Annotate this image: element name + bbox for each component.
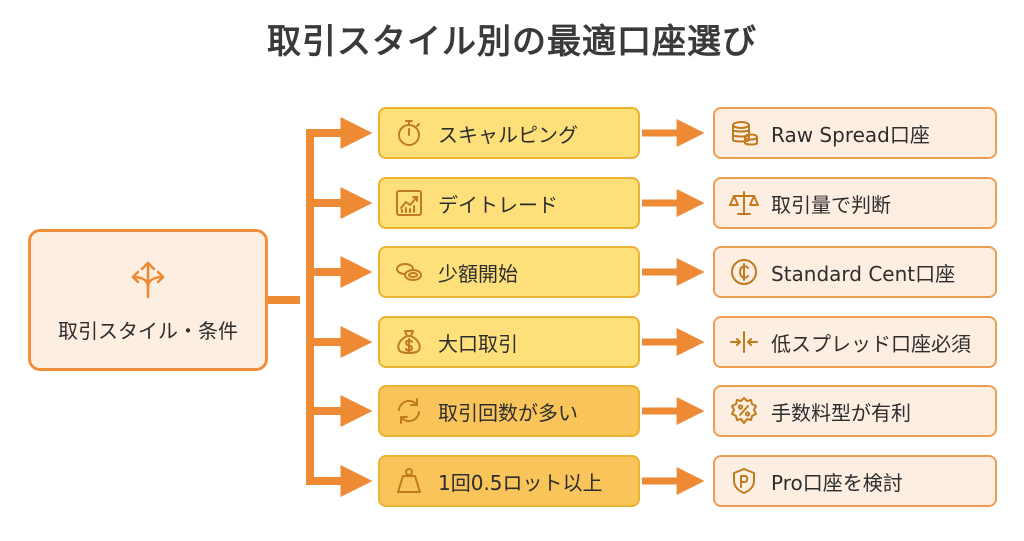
account-label: Raw Spread口座 (771, 122, 930, 147)
percent-badge-icon (731, 397, 757, 424)
split-arrows-icon (131, 261, 165, 298)
style-label: 少額開始 (438, 261, 518, 286)
style-node-scalping: スキャルピング (378, 107, 640, 159)
account-label: Standard Cent口座 (771, 261, 956, 286)
result-arrows (642, 119, 705, 495)
account-node-pro: Pro口座を検討 (713, 455, 997, 507)
style-node-half-lot: 1回0.5ロット以上 (378, 455, 640, 507)
trend-chart-icon (396, 190, 422, 216)
refresh-icon (398, 398, 420, 424)
style-label: 取引回数が多い (438, 400, 578, 425)
balance-scale-icon (729, 191, 759, 215)
weight-icon (397, 468, 421, 493)
coins-icon (396, 263, 422, 281)
branch-arrows (306, 117, 373, 497)
style-node-large-trade: 大口取引 (378, 316, 640, 368)
style-node-frequent-trades: 取引回数が多い (378, 385, 640, 437)
style-node-daytrade: デイトレード (378, 177, 640, 229)
account-node-raw-spread: Raw Spread口座 (713, 107, 997, 159)
pro-shield-icon (733, 468, 755, 494)
account-label: Pro口座を検討 (771, 470, 903, 495)
account-node-commission: 手数料型が有利 (713, 385, 997, 437)
style-label: 大口取引 (438, 331, 518, 356)
account-node-standard-cent: Standard Cent口座 (713, 246, 997, 298)
style-label: デイトレード (438, 192, 558, 217)
account-node-volume: 取引量で判断 (713, 177, 997, 229)
account-node-low-spread: 低スプレッド口座必須 (713, 316, 997, 368)
narrow-arrows-icon (730, 331, 758, 353)
root-node: 取引スタイル・条件 (28, 229, 268, 371)
coins-stack-icon (732, 121, 758, 146)
root-label: 取引スタイル・条件 (58, 318, 238, 343)
account-label: 取引量で判断 (771, 192, 891, 217)
style-label: 1回0.5ロット以上 (438, 470, 603, 495)
page-title: 取引スタイル別の最適口座選び (267, 22, 757, 62)
stopwatch-icon (398, 120, 420, 146)
money-bag-icon (397, 330, 421, 354)
style-node-small-start: 少額開始 (378, 246, 640, 298)
account-label: 手数料型が有利 (771, 400, 911, 425)
cent-coin-icon (731, 259, 757, 285)
account-label: 低スプレッド口座必須 (771, 331, 971, 356)
style-label: スキャルピング (438, 122, 578, 147)
